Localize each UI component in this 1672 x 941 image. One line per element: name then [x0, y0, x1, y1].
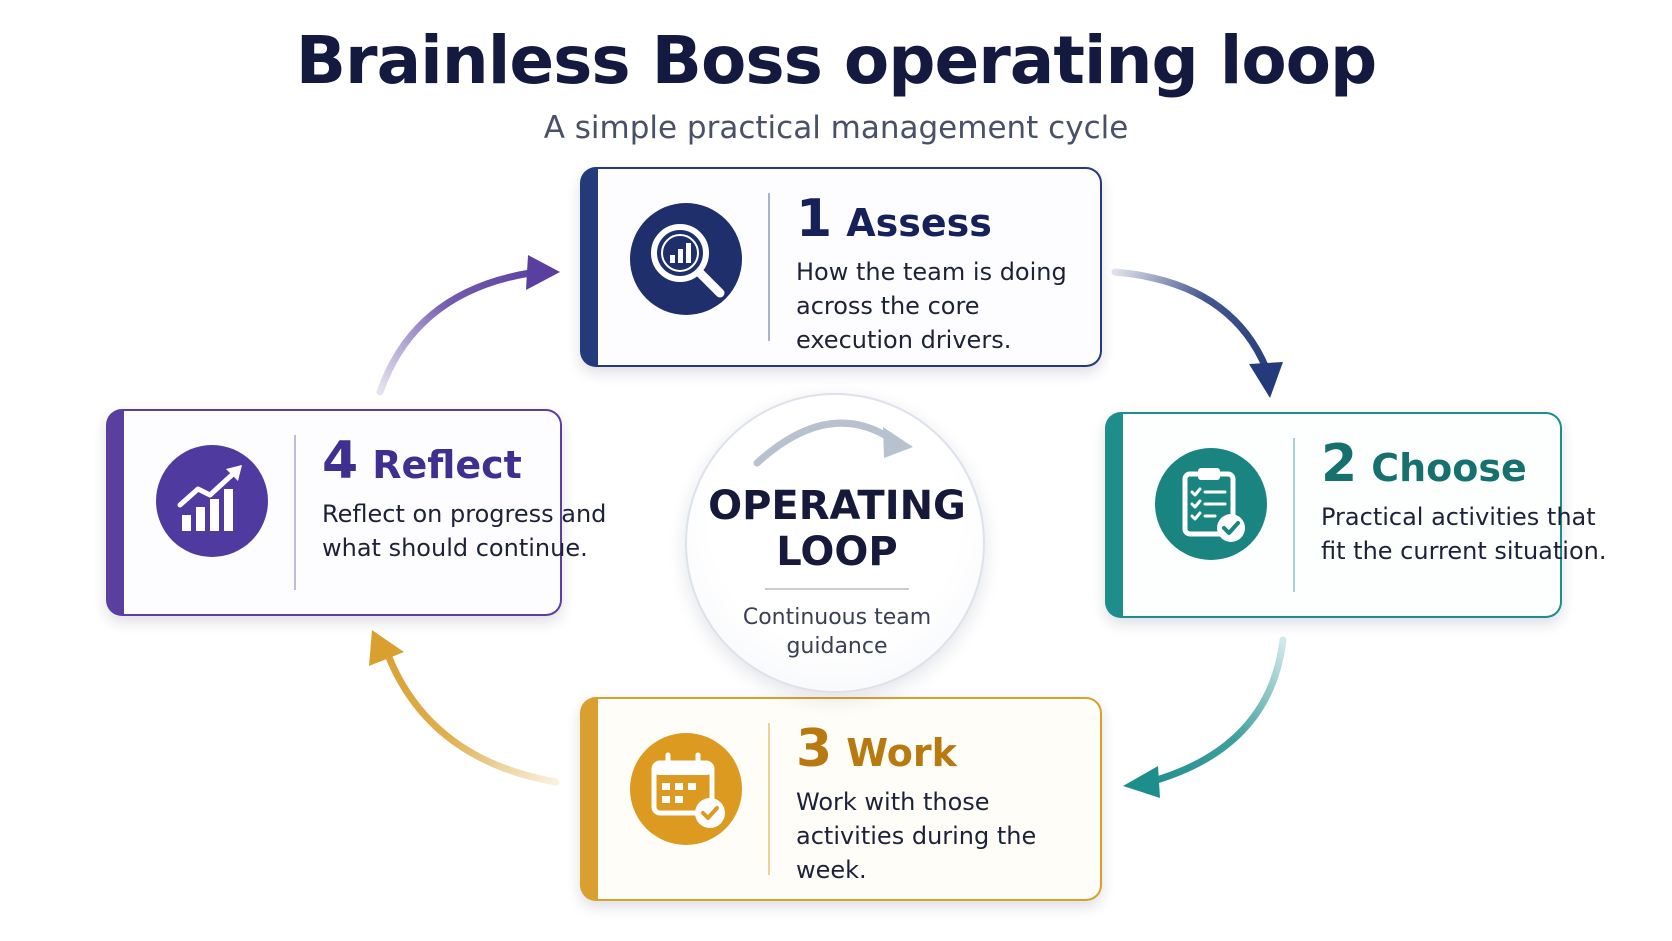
hub-caption: Continuous team guidance: [742, 605, 932, 659]
clipboard-checklist-icon: [1155, 448, 1267, 560]
step-heading: 1 Assess: [796, 189, 992, 249]
calendar-check-icon: [630, 733, 742, 845]
arrow-reflect-to-assess: [376, 255, 560, 396]
hub-divider: [765, 588, 909, 590]
step-description: How the team is doing across the core ex…: [796, 258, 1067, 354]
step-heading: 2 Choose: [1321, 434, 1527, 494]
step-card-assess: 1 Assess How the team is doing across the…: [580, 167, 1102, 367]
diagram-subtitle: A simple practical management cycle: [543, 110, 1129, 146]
step-description: Practical activities that fit the curren…: [1321, 503, 1607, 565]
step-label: Choose: [1371, 446, 1527, 490]
step-card-choose: 2 Choose Practical activities that fit th…: [1105, 412, 1606, 618]
growth-chart-icon: [156, 445, 268, 557]
diagram-title: Brainless Boss operating loop: [295, 22, 1378, 99]
step-heading: 3 Work: [796, 719, 957, 779]
step-card-reflect: 4 Reflect Reflect on progress and what sh…: [106, 409, 606, 616]
card-divider: [1293, 438, 1295, 592]
step-label: Reflect: [372, 443, 522, 487]
step-heading: 4 Reflect: [322, 431, 522, 491]
operating-loop-hub: OPERATING LOOP Continuous team guidance: [685, 393, 985, 693]
card-divider: [768, 193, 770, 341]
step-number: 3: [796, 719, 833, 779]
step-label: Assess: [846, 201, 992, 245]
loop-arrow-icon: [753, 419, 913, 467]
arrow-work-to-reflect: [369, 630, 560, 786]
magnifier-chart-icon: [630, 203, 742, 315]
arrow-choose-to-work: [1123, 636, 1287, 798]
arrow-assess-to-choose: [1111, 268, 1283, 398]
step-description: Reflect on progress and what should cont…: [322, 500, 607, 562]
step-number: 4: [322, 431, 359, 491]
step-number: 2: [1321, 434, 1358, 494]
step-description: Work with those activities during the we…: [796, 788, 1037, 884]
card-divider: [768, 723, 770, 875]
step-label: Work: [846, 731, 957, 775]
hub-title: OPERATING LOOP: [708, 483, 966, 575]
step-number: 1: [796, 189, 833, 249]
step-card-work: 3 Work Work with those activities during …: [580, 697, 1102, 901]
card-divider: [294, 435, 296, 590]
